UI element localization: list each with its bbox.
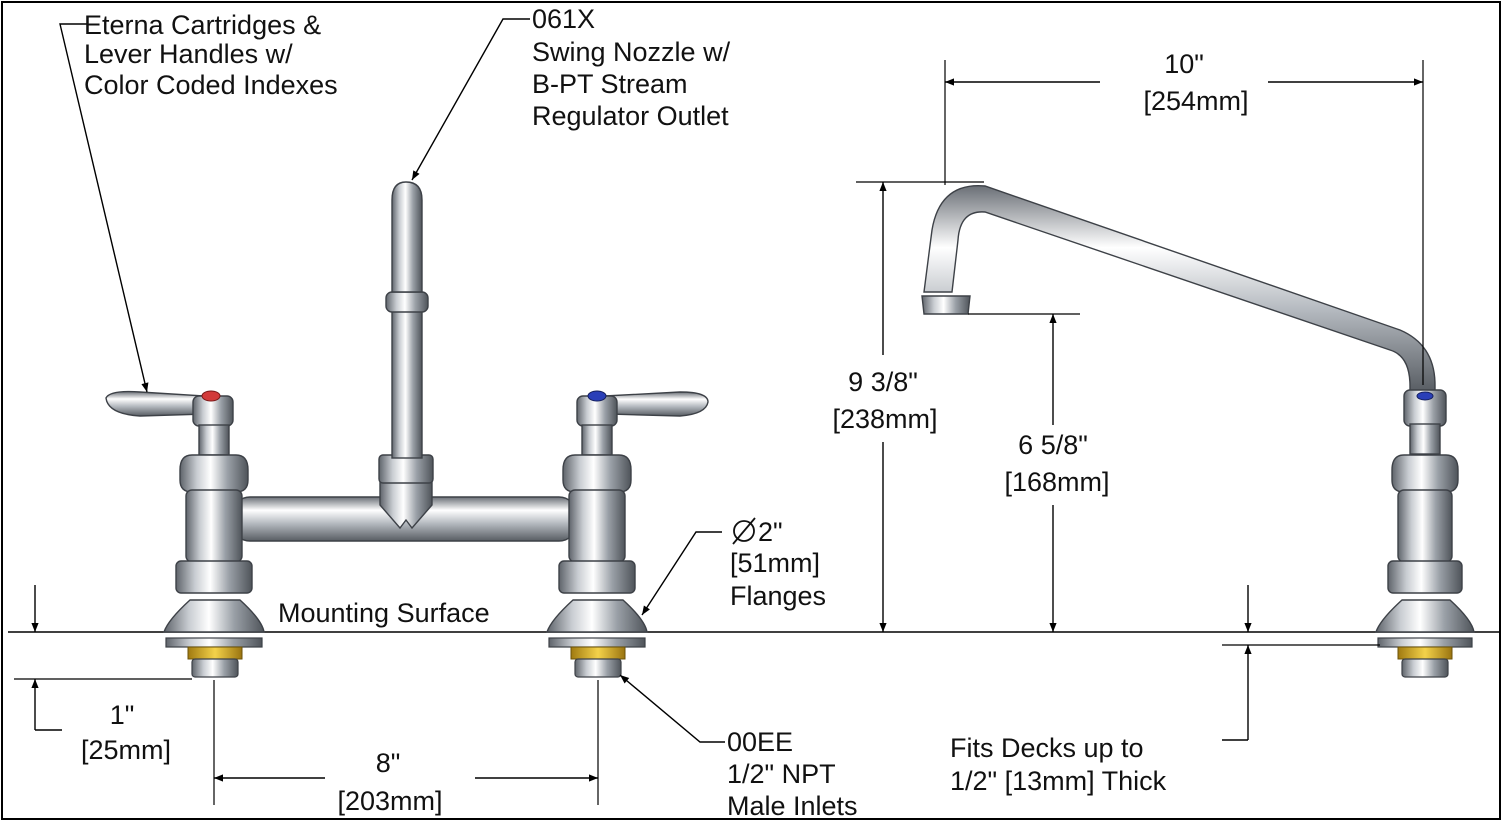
left-flange — [163, 599, 265, 633]
label-height-658: 6 5/8" [168mm] — [1004, 430, 1109, 497]
side-under-washer — [1377, 637, 1473, 648]
side-valve-body — [1397, 489, 1453, 563]
label-flange-size: 2" — [758, 517, 783, 547]
label-centers-8: 8" [203mm] — [337, 748, 442, 816]
nozzle-lower — [391, 309, 423, 459]
label-height-938: 9 3/8" [238mm] — [832, 367, 937, 434]
nozzle-leader — [411, 18, 530, 181]
side-cold-index — [1416, 391, 1434, 401]
left-hot-index — [201, 390, 221, 402]
label-deck-line1: Fits Decks up to — [950, 733, 1144, 763]
diameter-icon — [732, 517, 756, 545]
inlets-leader — [619, 674, 725, 743]
faucet-side-view — [921, 185, 1475, 678]
faucet-front-view — [105, 181, 709, 678]
left-brass-washer — [187, 646, 243, 660]
right-bonnet-nut — [562, 454, 632, 493]
label-cartridges: Eterna Cartridges & Lever Handles w/ Col… — [84, 10, 338, 100]
label-centers-8-in: 8" — [376, 748, 401, 778]
cartridge-leader — [59, 23, 149, 393]
label-inlets-line2: 1/2" NPT — [727, 759, 836, 789]
side-lock-nut — [1387, 560, 1463, 594]
right-cold-index — [587, 390, 607, 402]
right-under-washer — [548, 637, 646, 648]
label-nozzle-line2: Swing Nozzle w/ — [532, 37, 731, 67]
label-inlets-line3: Male Inlets — [727, 791, 858, 821]
nozzle-collar — [385, 291, 429, 313]
label-flange-word: Flanges — [730, 581, 826, 611]
bridge-tee — [379, 479, 433, 530]
label-inlets: 00EE 1/2" NPT Male Inlets — [727, 727, 858, 821]
right-shank — [574, 658, 622, 678]
label-nozzle-line1: 061X — [532, 4, 595, 34]
left-under-washer — [165, 637, 263, 648]
label-width-10-mm: [254mm] — [1143, 86, 1248, 116]
label-cartridges-line1: Eterna Cartridges & — [84, 10, 321, 40]
right-flange — [546, 599, 648, 633]
label-shank-1: 1" [25mm] — [81, 700, 171, 765]
spout-outlet — [921, 295, 971, 315]
left-cartridge-stem — [198, 424, 230, 456]
label-mounting-surface: Mounting Surface — [278, 598, 490, 628]
label-centers-8-mm: [203mm] — [337, 786, 442, 816]
label-nozzle-line3: B-PT Stream — [532, 69, 688, 99]
label-height-658-in: 6 5/8" — [1018, 430, 1088, 460]
label-flange: 2" [51mm] Flanges — [730, 517, 826, 611]
label-nozzle: 061X Swing Nozzle w/ B-PT Stream Regulat… — [532, 4, 731, 131]
nozzle-nut — [378, 454, 434, 484]
label-nozzle-line4: Regulator Outlet — [532, 101, 729, 131]
label-height-938-in: 9 3/8" — [848, 367, 918, 397]
right-brass-washer — [570, 646, 626, 660]
side-cartridge-stem — [1409, 423, 1441, 455]
side-bonnet-nut — [1391, 454, 1459, 493]
right-valve-body — [568, 489, 626, 563]
label-height-658-mm: [168mm] — [1004, 467, 1109, 497]
label-deck-line2: 1/2" [13mm] Thick — [950, 766, 1167, 796]
label-shank-1-mm: [25mm] — [81, 735, 171, 765]
label-width-10: 10" [254mm] — [1143, 49, 1248, 116]
label-height-938-mm: [238mm] — [832, 404, 937, 434]
flange-leader — [641, 531, 722, 616]
side-flange — [1375, 599, 1475, 633]
label-cartridges-line3: Color Coded Indexes — [84, 70, 338, 100]
swing-spout — [923, 185, 1436, 393]
side-brass-washer — [1397, 646, 1453, 660]
right-lever-handle — [604, 391, 709, 417]
left-valve — [105, 390, 265, 678]
label-cartridges-line2: Lever Handles w/ — [84, 39, 293, 69]
right-valve — [546, 390, 709, 678]
right-cartridge-stem — [581, 424, 613, 456]
label-width-10-in: 10" — [1164, 49, 1204, 79]
left-lock-nut — [175, 560, 253, 594]
nozzle-tube — [391, 181, 423, 293]
label-flange-mm: [51mm] — [730, 548, 820, 578]
label-deck: Fits Decks up to 1/2" [13mm] Thick — [950, 733, 1167, 796]
label-inlets-line1: 00EE — [727, 727, 793, 757]
right-lock-nut — [558, 560, 636, 594]
left-valve-body — [185, 489, 243, 563]
left-bonnet-nut — [179, 454, 249, 493]
left-shank — [191, 658, 239, 678]
side-shank — [1401, 658, 1449, 678]
label-shank-1-in: 1" — [110, 700, 135, 730]
